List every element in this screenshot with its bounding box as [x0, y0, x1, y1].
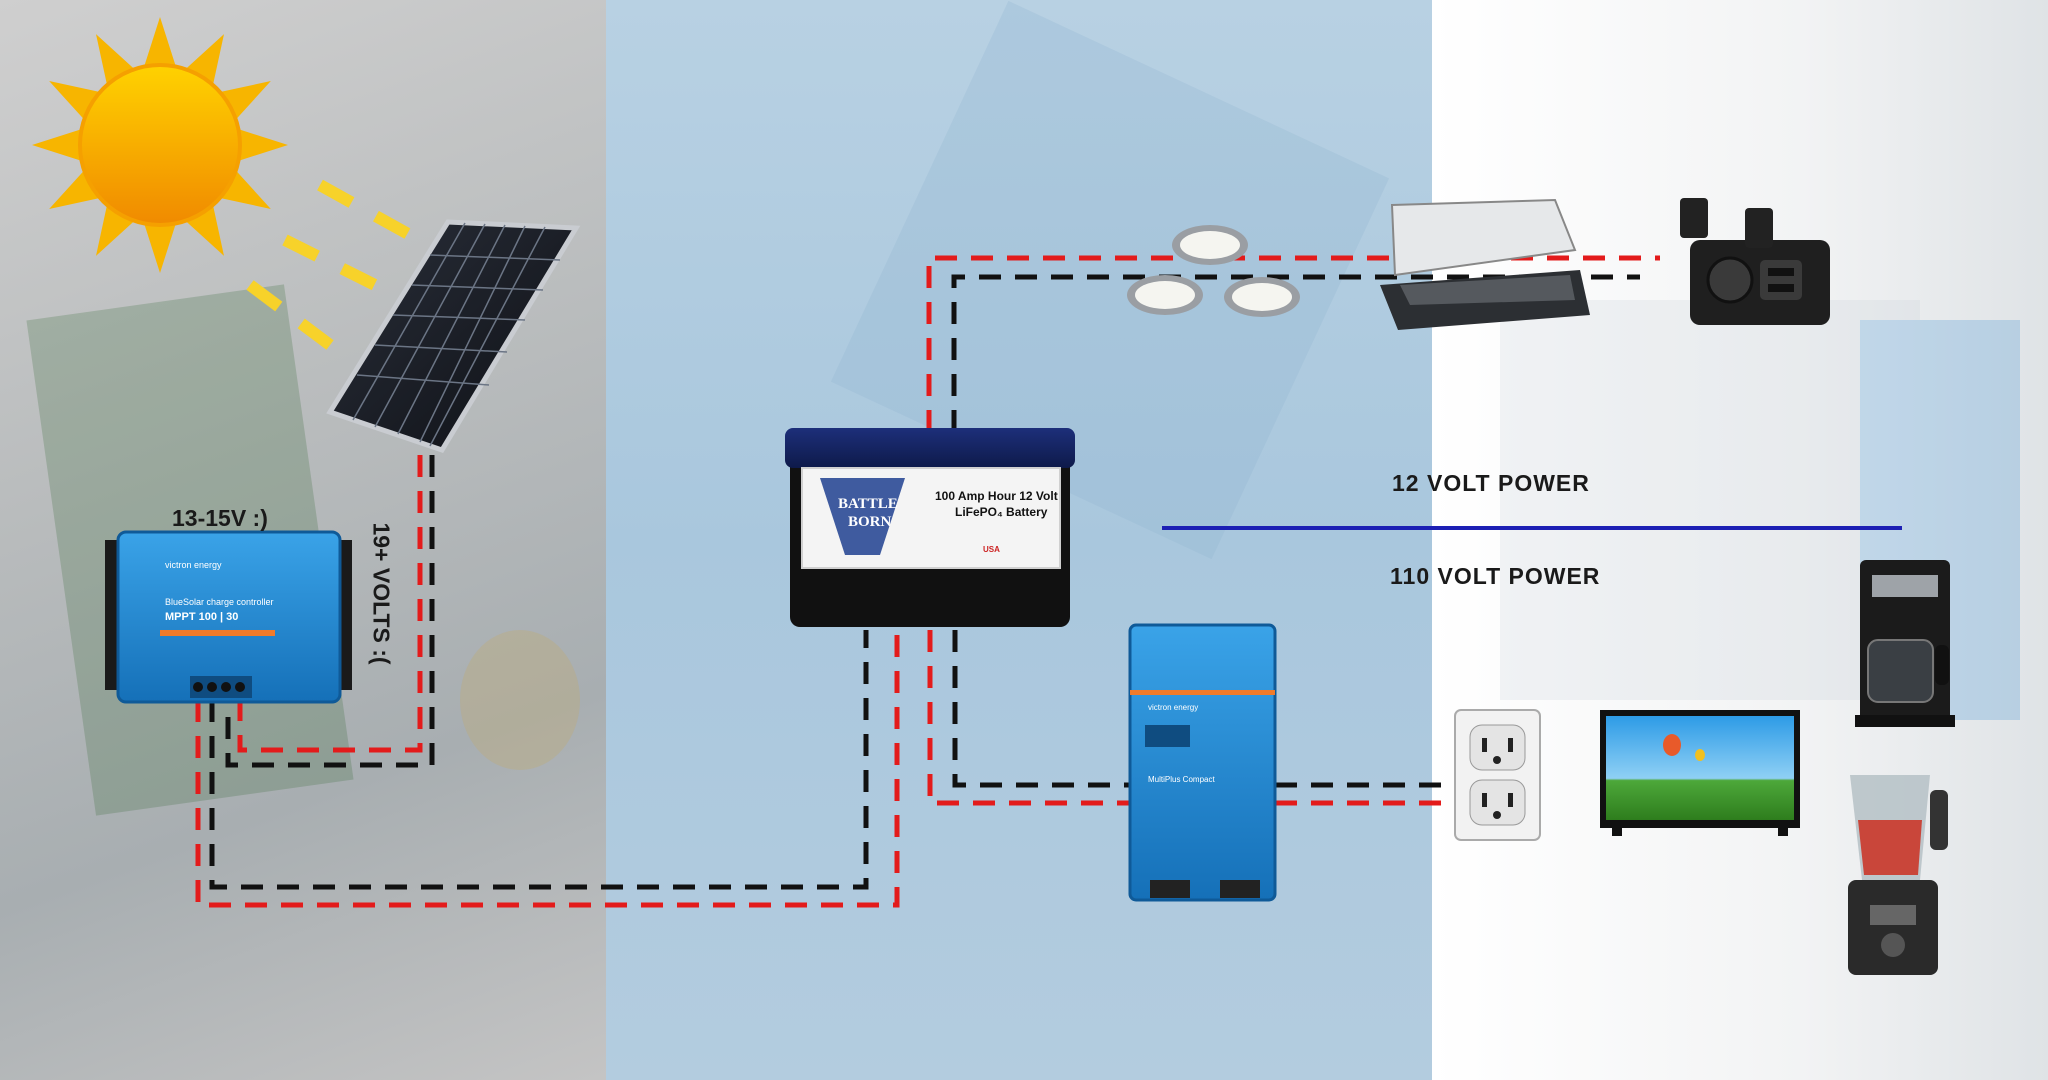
controller-line1: BlueSolar charge controller [165, 597, 274, 607]
usb-socket-icon [1680, 198, 1830, 325]
wire-inverter-positive [927, 630, 1130, 806]
wire-panel-positive [237, 455, 423, 753]
sun-icon [32, 17, 288, 273]
wire-12v-negative [951, 274, 1640, 432]
battery-origin: USA [983, 545, 1000, 554]
coffee-maker-icon [1855, 560, 1955, 727]
battery-brand-line2: BORN [848, 514, 892, 530]
twelve-volt-label: 12 VOLT POWER [1392, 470, 1590, 496]
roof-vent-fan-icon [1380, 198, 1590, 330]
puck-light-icon [1127, 225, 1300, 317]
charge-voltage-label: 13-15V :) [172, 505, 268, 531]
one-ten-volt-label: 110 VOLT POWER [1390, 563, 1601, 589]
controller-line2: MPPT 100 | 30 [165, 611, 238, 623]
inverter: victron energy MultiPlus Compact [1128, 623, 1277, 902]
wall-outlet-icon [1454, 709, 1541, 841]
battery-title-line2: LiFePO₄ Battery [955, 505, 1048, 519]
battery-title-line1: 100 Amp Hour 12 Volt [935, 489, 1058, 503]
blender-icon [1848, 775, 1948, 975]
wire-inverter-negative [952, 630, 1130, 788]
controller-brand: victron energy [165, 560, 222, 570]
inverter-model: MultiPlus Compact [1148, 775, 1215, 784]
battery-brand-line1: BATTLE [838, 496, 898, 512]
wire-controller-negative [209, 630, 869, 890]
wire-controller-positive [195, 630, 900, 908]
panel-voltage-label: 19+ VOLTS :( [368, 522, 395, 665]
wire-panel-negative [225, 455, 435, 768]
background-right [1432, 0, 2048, 1080]
inverter-brand: victron energy [1148, 703, 1198, 712]
solar-panel-icon [326, 219, 581, 454]
sun-rays [246, 179, 413, 350]
charge-controller: victron energy BlueSolar charge controll… [105, 530, 352, 704]
television-icon [1600, 710, 1800, 836]
battery: BATTLE BORN 100 Amp Hour 12 Volt LiFePO₄… [785, 428, 1075, 627]
